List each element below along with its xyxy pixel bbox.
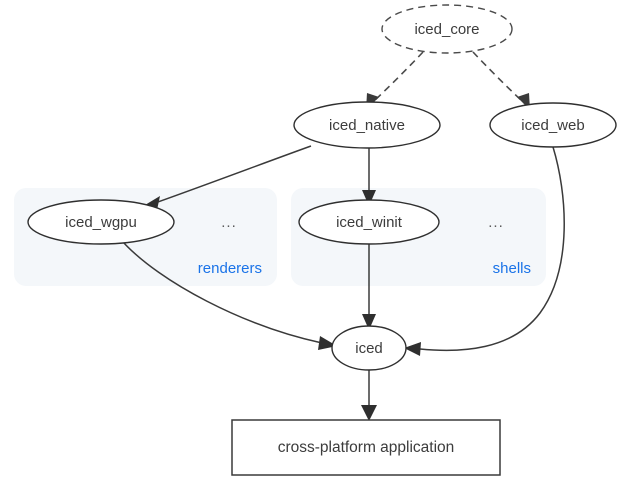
arrowhead-iced-winit-iced (362, 314, 376, 330)
node-iced-core-label: iced_core (414, 21, 479, 38)
node-iced-winit-label: iced_winit (336, 214, 403, 231)
node-iced-native[interactable]: iced_native (293, 101, 441, 149)
edge-iced-to-application (361, 370, 377, 421)
node-iced-winit-shape[interactable] (298, 199, 440, 245)
edge-iced-native-to-iced-winit (362, 147, 376, 206)
node-application-shape[interactable] (231, 419, 501, 476)
edge-iced-winit-to-iced (362, 243, 376, 330)
edge-iced-core-to-iced-native (366, 51, 424, 110)
node-iced-shape[interactable] (331, 325, 407, 371)
node-iced-label: iced (355, 340, 383, 357)
cluster-shells-ellipsis: ... (488, 214, 504, 231)
edge-iced-web-to-iced (404, 146, 565, 356)
node-iced-winit[interactable]: iced_winit (298, 199, 440, 245)
arrowhead-iced-application (361, 405, 377, 421)
cluster-shells-label: shells (493, 260, 531, 277)
cluster-renderers-ellipsis: ... (221, 214, 237, 231)
node-iced-native-label: iced_native (329, 117, 405, 134)
node-application-label: cross-platform application (278, 439, 455, 456)
node-iced-core-shape[interactable] (381, 4, 513, 54)
node-iced-web-label: iced_web (521, 117, 584, 134)
node-iced[interactable]: iced (331, 325, 407, 371)
node-iced-web[interactable]: iced_web (489, 102, 617, 148)
edge-iced-core-to-iced-web (472, 51, 530, 110)
cluster-renderers-label: renderers (198, 260, 262, 277)
node-cross-platform-application[interactable]: cross-platform application (231, 419, 501, 476)
node-iced-web-shape[interactable] (489, 102, 617, 148)
arrowhead-iced-native-iced-winit (362, 190, 376, 206)
node-iced-wgpu-label: iced_wgpu (65, 214, 137, 231)
node-iced-wgpu-shape[interactable] (27, 199, 175, 245)
node-iced-wgpu[interactable]: iced_wgpu (27, 199, 175, 245)
node-iced-core[interactable]: iced_core (381, 4, 513, 54)
arrowhead-iced-web-iced (404, 342, 421, 356)
node-iced-native-shape[interactable] (293, 101, 441, 149)
